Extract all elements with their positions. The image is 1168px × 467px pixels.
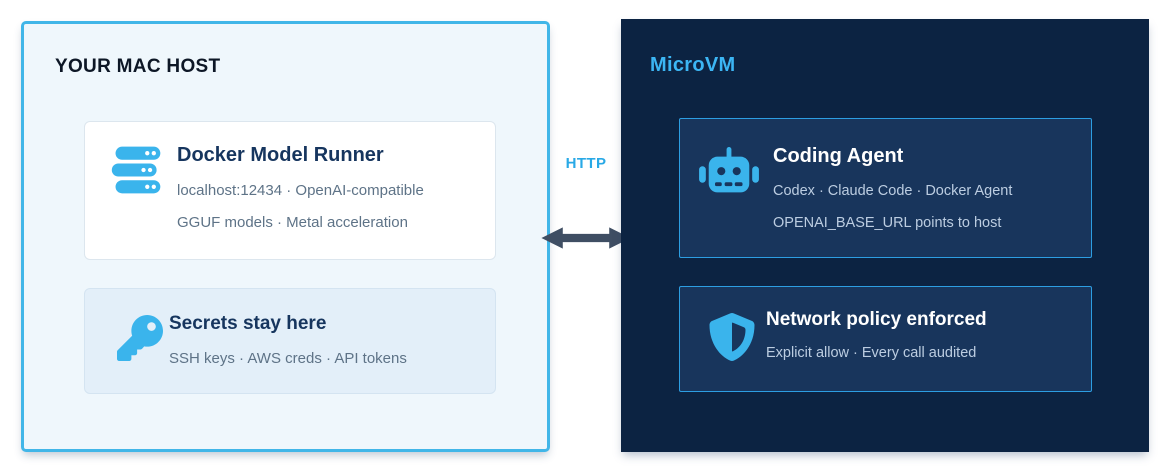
- coding-agent-detail: OPENAI_BASE_URL points to host: [773, 215, 1002, 231]
- secrets-card: Secrets stay here SSH keys · AWS creds ·…: [84, 288, 496, 394]
- mac-host-title: YOUR MAC HOST: [55, 56, 221, 77]
- secrets-detail: SSH keys · AWS creds · API tokens: [169, 350, 407, 367]
- coding-agent-card: Coding Agent Codex · Claude Code · Docke…: [679, 118, 1092, 258]
- mac-host-box: YOUR MAC HOST Docker Model Runner localh…: [21, 21, 550, 452]
- docker-model-runner-detail: localhost:12434 · OpenAI-compatible: [177, 182, 424, 199]
- network-policy-detail: Explicit allow · Every call audited: [766, 345, 977, 361]
- secrets-title: Secrets stay here: [169, 313, 327, 334]
- shield-icon: [709, 313, 755, 361]
- network-policy-card: Network policy enforced Explicit allow ·…: [679, 286, 1092, 392]
- coding-agent-detail: Codex · Claude Code · Docker Agent: [773, 183, 1013, 199]
- docker-model-runner-detail: GGUF models · Metal acceleration: [177, 214, 408, 231]
- network-policy-title: Network policy enforced: [766, 309, 987, 330]
- http-protocol-label: HTTP: [565, 155, 607, 172]
- microvm-box: MicroVM Coding Agent Codex · Claude Code…: [621, 19, 1149, 452]
- key-icon: [117, 315, 163, 361]
- server-icon: [111, 146, 161, 194]
- docker-model-runner-title: Docker Model Runner: [177, 144, 384, 166]
- docker-model-runner-card: Docker Model Runner localhost:12434 · Op…: [84, 121, 496, 260]
- microvm-title: MicroVM: [650, 54, 736, 76]
- coding-agent-title: Coding Agent: [773, 145, 904, 167]
- bidirectional-arrow-icon: [541, 227, 631, 249]
- robot-icon: [699, 147, 759, 193]
